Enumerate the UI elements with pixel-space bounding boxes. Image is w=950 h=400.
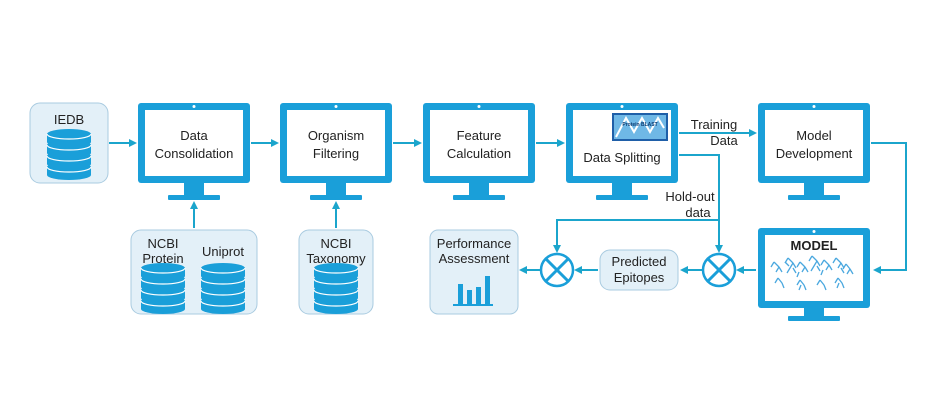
- protein-blast-logo: Protein BLAST: [612, 113, 668, 141]
- blast-logo-text: Protein BLAST: [622, 122, 657, 128]
- step-label-calculation: Calculation: [447, 146, 511, 161]
- database-icon: [46, 128, 92, 181]
- source-panel-iedb: IEDB: [29, 102, 109, 184]
- model-label: MODEL: [791, 238, 838, 253]
- cross-circle-icon: [539, 252, 575, 288]
- monitor-data-splitting: Protein BLAST Data Splitting: [566, 103, 678, 200]
- monitor-model: MODEL: [758, 228, 870, 321]
- cross-circle-icon: [701, 252, 737, 288]
- database-icon: [313, 262, 359, 315]
- predicted-label: Predicted: [612, 254, 667, 269]
- ncbi-protein-label-1: NCBI: [147, 236, 178, 251]
- step-label-data-1: Data: [180, 128, 208, 143]
- database-icon: [200, 262, 246, 315]
- step-label-data-splitting: Data Splitting: [583, 150, 660, 165]
- monitor-organism-filtering: Organism Filtering: [280, 103, 392, 200]
- monitor-feature-calculation: Feature Calculation: [423, 103, 535, 200]
- database-icon: [140, 262, 186, 315]
- monitor-data-consolidation: Data Consolidation: [138, 103, 250, 200]
- training-label-2: Data: [710, 133, 738, 148]
- performance-label: Performance: [437, 236, 511, 251]
- holdout-label-1: Hold-out: [665, 189, 715, 204]
- bar-chart-icon: [453, 276, 493, 306]
- arrows: [109, 129, 907, 274]
- ncbi-taxonomy-label-1: NCBI: [320, 236, 351, 251]
- ncbi-protein-label-2: Protein: [142, 251, 183, 266]
- step-label-development: Development: [776, 146, 853, 161]
- source-panel-ncbi-taxonomy: NCBI Taxonomy: [298, 229, 374, 315]
- step-label-filtering: Filtering: [313, 146, 359, 161]
- step-label-model: Model: [796, 128, 832, 143]
- training-label-1: Training: [691, 117, 737, 132]
- ncbi-taxonomy-label-2: Taxonomy: [306, 251, 366, 266]
- holdout-label-2: data: [685, 205, 711, 220]
- assessment-label: Assessment: [439, 251, 510, 266]
- iedb-label: IEDB: [54, 112, 84, 127]
- performance-assessment-panel: Performance Assessment: [429, 229, 519, 315]
- step-label-organism: Organism: [308, 128, 364, 143]
- predicted-epitopes-box: Predicted Epitopes: [599, 249, 679, 291]
- source-panel-ncbi-uniprot: NCBI Protein Uniprot: [130, 229, 258, 315]
- monitor-model-development: Model Development: [758, 103, 870, 200]
- step-label-consolidation: Consolidation: [155, 146, 234, 161]
- decision-tree-icon: [770, 255, 854, 291]
- uniprot-label: Uniprot: [202, 244, 244, 259]
- epitopes-label: Epitopes: [614, 270, 665, 285]
- step-label-feature: Feature: [457, 128, 502, 143]
